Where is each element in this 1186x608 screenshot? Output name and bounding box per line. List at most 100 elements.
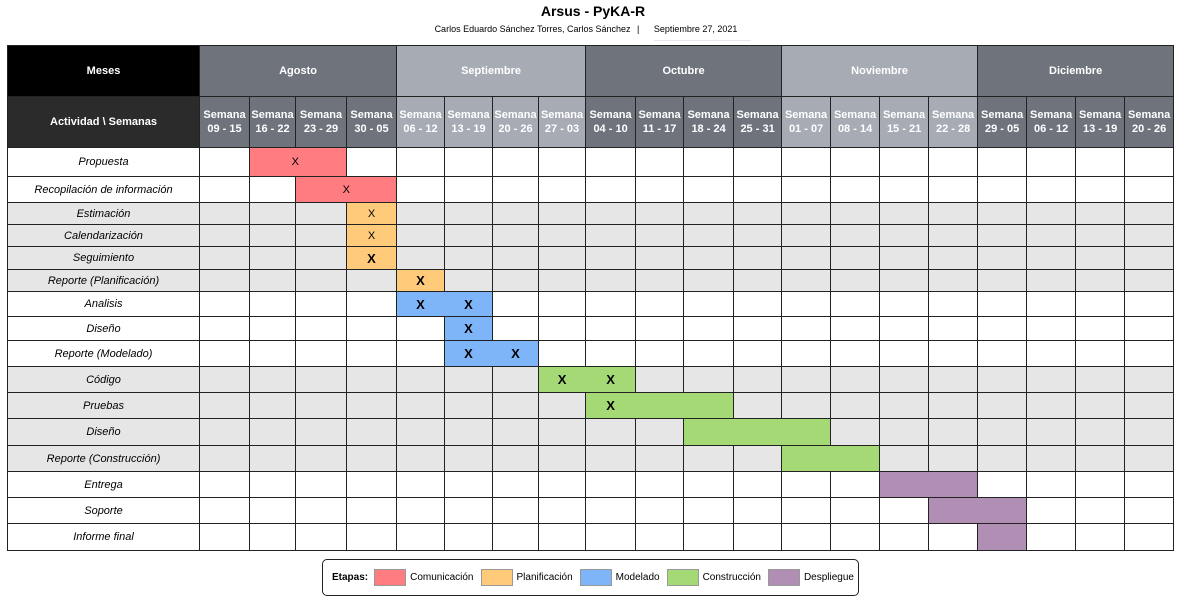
gantt-cell [830,445,881,472]
gantt-cell [928,497,979,524]
gantt-cell [879,316,930,341]
gantt-cell [830,366,881,393]
gantt-cell [928,366,979,393]
gantt-cell [733,497,783,524]
gantt-cell [585,176,637,203]
gantt-cell [733,224,783,247]
activity-name: Soporte [7,497,200,524]
gantt-cell [1026,392,1077,419]
table-row: Seguimiento X [7,246,1175,270]
gantt-cell: X [396,291,446,317]
gantt-cell [1026,445,1077,472]
gantt-mark: X [557,372,567,387]
gantt-cell [345,392,398,419]
gantt-cell [977,392,1028,419]
gantt-cell [199,224,250,247]
activity-name: Reporte (Construcción) [7,445,200,472]
gantt-cell [733,291,783,317]
gantt-cell [249,176,296,203]
gantt-cell [199,471,250,498]
gantt-cell [683,176,735,203]
legend-label: Etapas: [332,572,369,583]
gantt-cell [830,471,881,498]
gantt-cell: X [345,202,398,225]
activity-name: Código [7,366,200,393]
gantt-cell [444,392,494,419]
gantt-cell [585,523,637,551]
gantt-cell [345,176,398,203]
month-header: Noviembre [781,45,979,97]
gantt-cell [635,176,685,203]
gantt-cell: X [585,392,637,419]
gantt-cell [199,366,250,393]
gantt-cell [249,418,296,446]
gantt-mark: X [367,207,376,220]
gantt-cell [1075,224,1126,247]
gantt-cell: X [345,246,398,270]
gantt-cell [928,340,979,367]
gantt-cell [396,147,446,177]
table-row: Soporte [7,497,1175,524]
gantt-cell [444,269,494,292]
gantt-cell [585,224,637,247]
gantt-cell [444,471,494,498]
gantt-cell [928,246,979,270]
gantt-cell [585,269,637,292]
gantt-cell [733,523,783,551]
activity-name: Estimación [7,202,200,225]
gantt-cell [781,418,832,446]
gantt-cell [830,224,881,247]
gantt-cell [345,340,398,367]
gantt-cell [492,418,540,446]
gantt-mark: X [606,372,615,387]
activity-header-label: Actividad \ Semanas [7,96,200,148]
gantt-cell [1075,147,1126,177]
gantt-cell: X [396,269,446,292]
table-row: Estimación X [7,202,1175,225]
separator: | [637,24,640,34]
gantt-cell [635,523,685,551]
gantt-cell [538,147,587,177]
gantt-cell [635,366,685,393]
gantt-cell [396,392,446,419]
gantt-cell [249,392,296,419]
gantt-cell [249,269,296,292]
date-field[interactable]: Septiembre 27, 2021 [653,24,752,41]
gantt-cell [199,316,250,341]
gantt-cell [879,202,930,225]
gantt-cell [635,340,685,367]
gantt-cell: X [249,147,299,177]
gantt-cell [1026,340,1077,367]
gantt-cell [830,269,881,292]
gantt-cell [733,246,783,270]
gantt-cell [1124,147,1175,177]
gantt-cell [444,147,494,177]
legend-swatch [767,569,800,586]
gantt-cell [345,445,398,472]
gantt-cell [781,291,832,317]
gantt-cell [977,523,1028,551]
activity-name: Seguimiento [7,246,200,270]
legend-item-label: Despliegue [803,572,854,583]
gantt-cell [635,147,685,177]
gantt-mark: X [464,296,473,312]
gantt-cell [683,269,735,292]
gantt-cell [683,366,735,393]
gantt-cell [635,497,685,524]
gantt-mark: X [342,183,350,196]
gantt-cell [295,471,347,498]
legend-swatch [579,569,612,586]
gantt-cell [199,418,250,446]
gantt-cell [928,316,979,341]
gantt-cell [977,147,1028,177]
gantt-cell [345,497,398,524]
gantt-cell [199,176,250,203]
